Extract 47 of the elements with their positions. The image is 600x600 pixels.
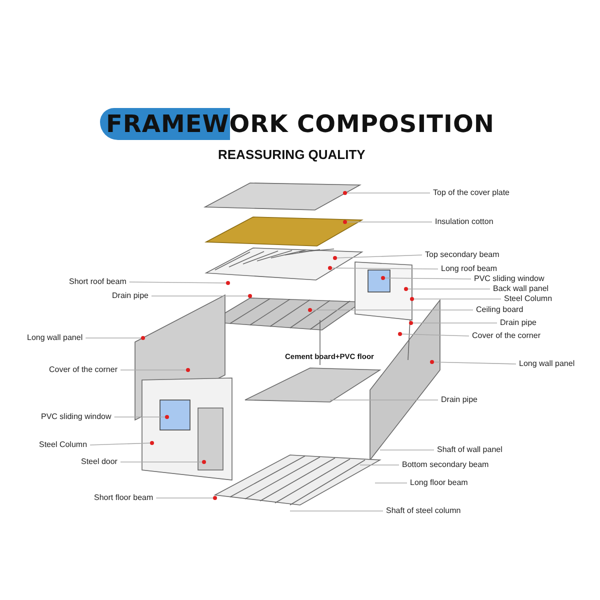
leader-line bbox=[430, 360, 516, 364]
part-label: Top secondary beam bbox=[425, 250, 500, 260]
part-label: Shaft of wall panel bbox=[437, 445, 502, 455]
leader-line bbox=[151, 294, 252, 298]
part-label: Insulation cotton bbox=[435, 217, 494, 227]
leader-line bbox=[85, 336, 145, 340]
part-label: Long floor beam bbox=[410, 478, 468, 488]
part-label: Bottom secondary beam bbox=[402, 460, 489, 470]
part-label: Shaft of steel column bbox=[386, 506, 461, 516]
leader-line bbox=[114, 415, 169, 419]
part-label: Steel door bbox=[81, 457, 118, 467]
part-label: Long wall panel bbox=[27, 333, 83, 343]
part-label: Cover of the corner bbox=[472, 331, 540, 341]
leader-line bbox=[128, 281, 230, 285]
part-label: PVC sliding window bbox=[474, 274, 544, 284]
part-label: Long wall panel bbox=[519, 359, 575, 369]
leader-line bbox=[398, 332, 470, 336]
leader-line bbox=[120, 460, 206, 464]
part-label: Ceiling board bbox=[476, 305, 524, 315]
leader-line bbox=[328, 266, 438, 270]
part-label: Drain pipe bbox=[112, 291, 148, 301]
leader-line bbox=[409, 321, 498, 325]
leader-line bbox=[333, 254, 422, 260]
leader-line bbox=[120, 368, 190, 372]
leader-line bbox=[410, 297, 502, 301]
part-label: Long roof beam bbox=[441, 264, 498, 274]
subtitle: REASSURING QUALITY bbox=[218, 147, 366, 162]
part-label: Top of the cover plate bbox=[433, 188, 510, 198]
leader-line bbox=[374, 482, 408, 484]
leader-line bbox=[404, 287, 490, 291]
leader-line bbox=[360, 464, 400, 466]
part-label: Short roof beam bbox=[69, 277, 126, 287]
leader-line bbox=[290, 510, 384, 512]
leader-line bbox=[156, 496, 217, 500]
leader-line bbox=[308, 308, 474, 312]
part-label: Drain pipe bbox=[500, 318, 536, 328]
part-label: Steel Column bbox=[504, 294, 552, 304]
part-label: Back wall panel bbox=[493, 284, 549, 294]
part-label: Steel Column bbox=[39, 440, 88, 450]
part-label: Drain pipe bbox=[441, 395, 478, 405]
part-label: Short floor beam bbox=[94, 493, 154, 503]
leader-line bbox=[343, 191, 430, 195]
leader-line bbox=[381, 276, 472, 280]
leader-line bbox=[343, 220, 432, 224]
part-label: Cover of the corner bbox=[49, 365, 118, 375]
part-label: PVC sliding window bbox=[41, 412, 112, 422]
leader-line bbox=[90, 441, 154, 446]
